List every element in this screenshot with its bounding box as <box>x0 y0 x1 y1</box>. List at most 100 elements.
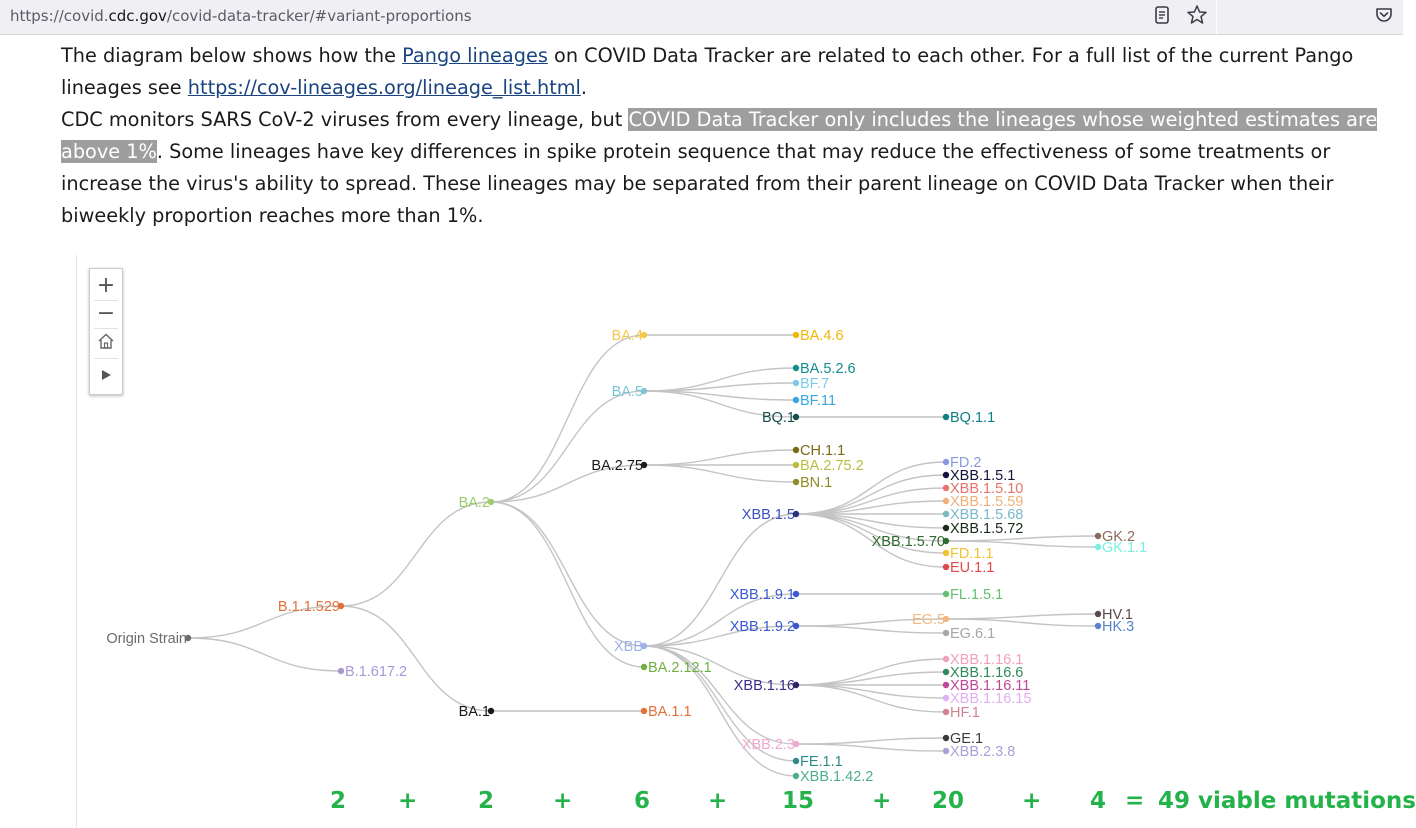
tree-node-ba4[interactable]: BA.4 <box>612 328 648 344</box>
tree-node-xbb23[interactable]: XBB.2.3 <box>742 737 800 753</box>
tree-node-dot[interactable] <box>792 772 800 780</box>
browser-url-bar[interactable]: https://covid.cdc.gov/covid-data-tracker… <box>0 0 1403 35</box>
tree-node-dot[interactable] <box>792 510 800 518</box>
tree-node-dot[interactable] <box>942 708 950 716</box>
tree-node-xbb1161[interactable]: XBB.1.16.1 <box>942 652 1024 668</box>
tree-node-ch11[interactable]: CH.1.1 <box>792 443 845 459</box>
tree-node-ba1[interactable]: BA.1 <box>459 704 495 720</box>
tree-node-xbb11611[interactable]: XBB.1.16.11 <box>942 678 1031 694</box>
tree-node-ba2121[interactable]: BA.2.12.1 <box>640 660 712 676</box>
tree-node-bf7[interactable]: BF.7 <box>792 376 829 392</box>
tree-node-ba5[interactable]: BA.5 <box>612 384 648 400</box>
tree-node-dot[interactable] <box>337 667 345 675</box>
tree-node-dot[interactable] <box>942 510 950 518</box>
tree-node-dot[interactable] <box>942 747 950 755</box>
tree-node-xbb1166[interactable]: XBB.1.16.6 <box>942 665 1024 681</box>
tree-node-dot[interactable] <box>792 461 800 469</box>
tree-node-dot[interactable] <box>942 590 950 598</box>
tree-node-dot[interactable] <box>337 602 345 610</box>
tree-node-dot[interactable] <box>640 461 648 469</box>
tree-node-dot[interactable] <box>184 634 192 642</box>
tree-node-dot[interactable] <box>942 629 950 637</box>
tree-node-dot[interactable] <box>792 413 800 421</box>
tree-node-dot[interactable] <box>792 446 800 454</box>
tree-node-xbb191[interactable]: XBB.1.9.1 <box>730 587 800 603</box>
tree-node-hf1[interactable]: HF.1 <box>942 705 980 721</box>
tree-node-dot[interactable] <box>640 387 648 395</box>
tree-node-eu11[interactable]: EU.1.1 <box>942 560 995 576</box>
tree-node-xbb116[interactable]: XBB.1.16 <box>734 678 800 694</box>
tree-node-dot[interactable] <box>942 655 950 663</box>
tree-node-gk2[interactable]: GK.2 <box>1094 529 1135 545</box>
tree-node-dot[interactable] <box>1094 532 1102 540</box>
url-text[interactable]: https://covid.cdc.gov/covid-data-tracker… <box>10 7 472 25</box>
tree-node-xbb[interactable]: XBB <box>614 639 648 655</box>
tree-node-xbb1559[interactable]: XBB.1.5.59 <box>942 494 1024 510</box>
tree-node-dot[interactable] <box>942 458 950 466</box>
tree-node-ba526[interactable]: BA.5.2.6 <box>792 361 856 377</box>
tree-node-xbb238[interactable]: XBB.2.3.8 <box>942 744 1015 760</box>
tree-node-dot[interactable] <box>792 331 800 339</box>
tree-node-ge1[interactable]: GE.1 <box>942 731 983 747</box>
tree-node-ba275[interactable]: BA.2.75 <box>591 458 648 474</box>
tree-node-xbb1570[interactable]: XBB.1.5.70 <box>872 534 950 550</box>
tree-node-ba11[interactable]: BA.1.1 <box>640 704 692 720</box>
tree-node-xbb15[interactable]: XBB.1.5 <box>742 507 800 523</box>
tree-node-xbb1572[interactable]: XBB.1.5.72 <box>942 521 1024 537</box>
tree-node-dot[interactable] <box>792 590 800 598</box>
tree-node-bn1[interactable]: BN.1 <box>792 475 832 491</box>
tree-node-dot[interactable] <box>942 549 950 557</box>
tree-node-dot[interactable] <box>792 396 800 404</box>
play-button[interactable] <box>91 361 121 389</box>
tree-node-dot[interactable] <box>942 734 950 742</box>
tree-node-dot[interactable] <box>792 478 800 486</box>
tree-node-bf11[interactable]: BF.11 <box>792 393 836 409</box>
tree-node-hk3[interactable]: HK.3 <box>1094 619 1134 635</box>
tree-node-dot[interactable] <box>942 668 950 676</box>
tree-node-dot[interactable] <box>942 537 950 545</box>
tree-node-eg61[interactable]: EG.6.1 <box>942 626 995 642</box>
tree-node-dot[interactable] <box>942 563 950 571</box>
tree-node-dot[interactable] <box>792 740 800 748</box>
tree-node-dot[interactable] <box>942 524 950 532</box>
tree-node-xbb11615[interactable]: XBB.1.16.15 <box>942 691 1032 707</box>
tree-node-dot[interactable] <box>792 622 800 630</box>
tree-node-xbb1422[interactable]: XBB.1.42.2 <box>792 769 874 785</box>
tree-node-dot[interactable] <box>640 642 648 650</box>
tree-node-dot[interactable] <box>487 498 495 506</box>
tree-node-dot[interactable] <box>640 707 648 715</box>
tree-node-dot[interactable] <box>487 707 495 715</box>
tree-node-hv1[interactable]: HV.1 <box>1094 607 1133 623</box>
tree-node-dot[interactable] <box>792 681 800 689</box>
tree-node-bq11[interactable]: BQ.1.1 <box>942 410 995 426</box>
lineage-list-link[interactable]: https://cov-lineages.org/lineage_list.ht… <box>187 75 581 99</box>
home-button[interactable] <box>91 327 121 355</box>
tree-node-b11529[interactable]: B.1.1.529 <box>278 599 345 615</box>
tree-node-gk11[interactable]: GK.1.1 <box>1094 540 1147 556</box>
tree-node-xbb151[interactable]: XBB.1.5.1 <box>942 468 1015 484</box>
tree-node-dot[interactable] <box>792 379 800 387</box>
tree-node-fd2[interactable]: FD.2 <box>942 455 982 471</box>
tree-node-dot[interactable] <box>942 497 950 505</box>
tree-node-dot[interactable] <box>1094 543 1102 551</box>
pango-lineages-link[interactable]: Pango lineages <box>402 44 548 67</box>
tree-node-dot[interactable] <box>1094 622 1102 630</box>
tree-node-dot[interactable] <box>942 694 950 702</box>
reader-view-icon[interactable] <box>1150 3 1174 27</box>
bookmark-star-icon[interactable] <box>1185 3 1209 27</box>
pocket-icon[interactable] <box>1372 3 1396 27</box>
tree-node-fd11[interactable]: FD.1.1 <box>942 546 994 562</box>
tree-node-dot[interactable] <box>942 484 950 492</box>
tree-node-xbb1568[interactable]: XBB.1.5.68 <box>942 507 1024 523</box>
tree-node-b16172[interactable]: B.1.617.2 <box>337 664 407 680</box>
tree-node-dot[interactable] <box>942 615 950 623</box>
tree-node-eg5[interactable]: EG.5 <box>912 612 950 628</box>
tree-node-fe11[interactable]: FE.1.1 <box>792 754 843 770</box>
tree-node-xbb1510[interactable]: XBB.1.5.10 <box>942 481 1024 497</box>
zoom-in-button[interactable]: + <box>96 272 116 298</box>
tree-node-ba46[interactable]: BA.4.6 <box>792 328 844 344</box>
tree-node-ba2[interactable]: BA.2 <box>459 495 495 511</box>
tree-node-origin[interactable]: Origin Strain <box>106 631 192 647</box>
tree-node-dot[interactable] <box>792 364 800 372</box>
